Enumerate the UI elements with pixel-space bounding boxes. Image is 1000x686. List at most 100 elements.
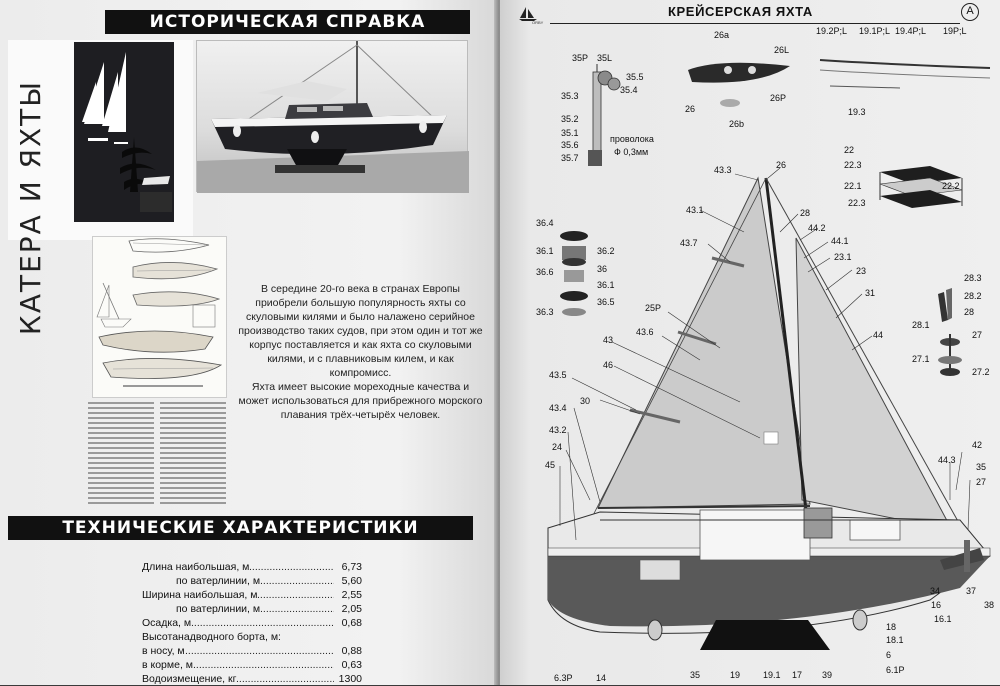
spec-dot-leader: ........................................… [193, 659, 334, 671]
label-22-3b: 22.3 [848, 198, 866, 208]
label-18: 18 [886, 622, 897, 632]
yacht-model-photo [196, 40, 469, 193]
scanned-column-left [88, 402, 154, 510]
label-16-1: 16.1 [934, 614, 952, 624]
left-page: ИСТОРИЧЕСКАЯ СПРАВКА [0, 0, 497, 685]
label-36-2: 36.2 [597, 246, 615, 256]
spec-value: 0,68 [341, 617, 362, 629]
spec-dot-leader: ........................................… [257, 589, 334, 601]
spec-label: Высотанадводного борта, м: [142, 631, 281, 643]
label-43: 43 [603, 335, 614, 345]
label-46: 46 [603, 360, 614, 370]
hull-lines-drawings [96, 238, 223, 387]
spec-dot-leader: ........................................… [260, 575, 334, 587]
label-22: 22 [844, 145, 855, 155]
sail-group [565, 176, 965, 569]
spec-value: 5,60 [341, 575, 362, 587]
label-26-mast: 26 [776, 160, 787, 170]
label-26a: 26a [714, 30, 730, 40]
label-19: 19 [730, 670, 741, 680]
label-19-1: 19.1 [763, 670, 781, 680]
label-19PL: 19P;L [943, 26, 967, 36]
label-35-4: 35.4 [620, 85, 638, 95]
right-page-header: ORBY КРЕЙСЕРСКАЯ ЯХТА A [518, 3, 979, 25]
intro-paragraph-1: В середине 20-го века в странах Европы п… [238, 283, 483, 379]
spec-value: 2,55 [341, 589, 362, 601]
label-22-2: 22.2 [942, 181, 960, 191]
label-23-1: 23.1 [834, 252, 852, 262]
label-26L: 26L [774, 45, 790, 55]
spec-value: 2,05 [341, 603, 362, 615]
label-28-3: 28.3 [964, 273, 982, 283]
label-26P: 26P [770, 93, 787, 103]
spec-row: в носу, м...............................… [142, 644, 362, 658]
yacht-model-illustration [197, 41, 469, 193]
book-gutter [494, 0, 504, 685]
label-35L: 35L [597, 53, 613, 63]
label-6-1P: 6.1P [886, 665, 905, 675]
label-35-7: 35.7 [561, 153, 579, 163]
label-35-2: 35.2 [561, 114, 579, 124]
label-6-3P: 6.3P [554, 673, 573, 683]
spec-value: 6,73 [341, 561, 362, 573]
label-39: 39 [822, 670, 833, 680]
intro-paragraph-2: Яхта имеет высокие мореходные качества и… [238, 381, 483, 421]
spec-label: Водоизмещение, кг [142, 673, 237, 685]
spec-label: Осадка, м [142, 617, 192, 629]
spec-value: 1300 [338, 673, 362, 685]
cover-artwork [74, 42, 174, 222]
spec-row: по ватерлинии, м........................… [142, 602, 362, 616]
label-26: 26 [685, 104, 696, 114]
label-19-2PL: 19.2P;L [816, 26, 848, 36]
leader-lines [559, 167, 971, 541]
label-36-1: 36.1 [536, 246, 554, 256]
spec-row: Осадка, м...............................… [142, 616, 362, 630]
spec-dot-leader: ........................................… [191, 617, 334, 629]
label-19-4PL: 19.4P;L [895, 26, 927, 36]
hull-group [547, 507, 991, 650]
label-43-7: 43.7 [680, 238, 698, 248]
label-31: 31 [865, 288, 876, 298]
label-28-2: 28.2 [964, 291, 982, 301]
label-36-3: 36.3 [536, 307, 554, 317]
label-27-2: 27.2 [972, 367, 990, 377]
label-43-3: 43.3 [714, 165, 732, 175]
tech-heading: ТЕХНИЧЕСКИЕ ХАРАКТЕРИСТИКИ [8, 516, 473, 540]
label-36-4: 36.4 [536, 218, 554, 228]
label-22-1: 22.1 [844, 181, 862, 191]
part-36-winch [560, 231, 588, 316]
label-43-1: 43.1 [686, 205, 704, 215]
label-30: 30 [580, 396, 591, 406]
label-28-1: 28.1 [912, 320, 930, 330]
label-23: 23 [856, 266, 867, 276]
spec-value: 0,88 [341, 645, 362, 657]
spec-label: в корме, м [142, 659, 193, 671]
book-cover-image: КАТЕРА И ЯХТЫ [8, 40, 198, 335]
label-35-3: 35.3 [561, 91, 579, 101]
spec-dot-leader: ........................................… [236, 673, 334, 685]
wire-note-line-1: проволока [610, 134, 654, 144]
label-17: 17 [792, 670, 803, 680]
label-44: 44 [873, 330, 884, 340]
label-43-5: 43.5 [549, 370, 567, 380]
spec-dot-leader: ........................................… [260, 603, 334, 615]
label-16: 16 [931, 600, 942, 610]
label-44-1: 44.1 [831, 236, 849, 246]
part-35-fitting [588, 64, 621, 166]
intro-text: В середине 20-го века в странах Европы п… [238, 282, 483, 422]
label-43-4: 43.4 [549, 403, 567, 413]
label-36-6: 36.6 [536, 267, 554, 277]
spec-row: Высотанадводного борта, м: [142, 630, 362, 644]
label-34: 34 [930, 586, 941, 596]
label-27: 27 [972, 330, 983, 340]
label-28: 28 [800, 208, 811, 218]
label-43-6: 43.6 [636, 327, 654, 337]
spec-label: в носу, м [142, 645, 185, 657]
specs-table: Длина наибольшая, м.....................… [142, 560, 362, 686]
spec-value: 0,63 [341, 659, 362, 671]
spec-row: Длина наибольшая, м.....................… [142, 560, 362, 574]
label-28b: 28 [964, 307, 975, 317]
label-44-2: 44.2 [808, 223, 826, 233]
